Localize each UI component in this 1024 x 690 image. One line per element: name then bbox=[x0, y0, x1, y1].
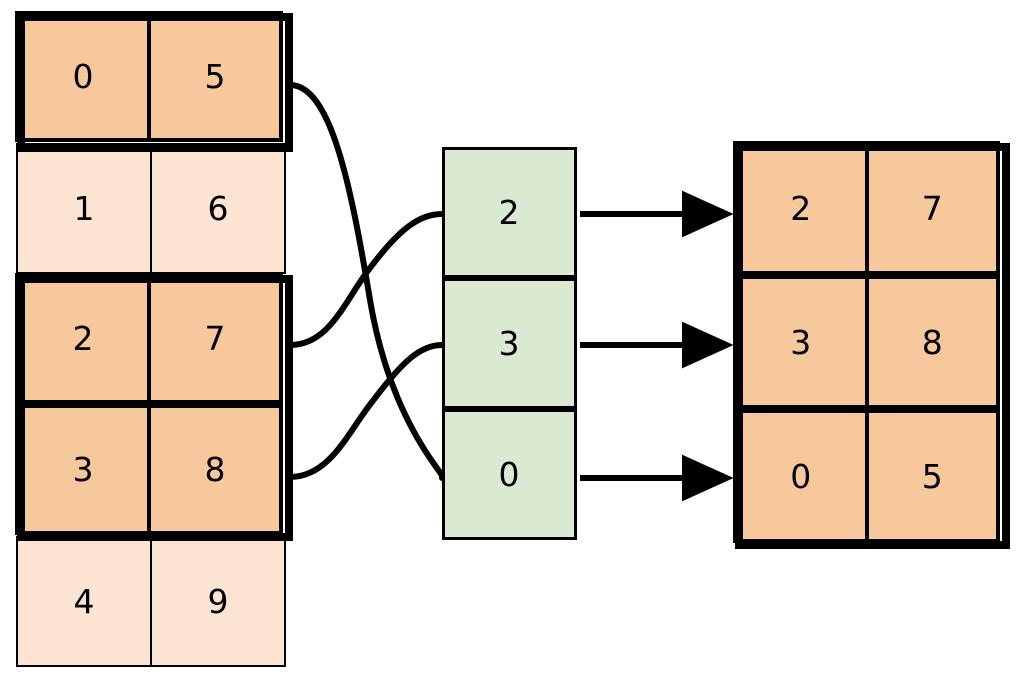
list-item[interactable]: 2 bbox=[441, 146, 578, 279]
list-item[interactable]: 0 bbox=[441, 408, 578, 541]
result-cell-r1c1: 8 bbox=[864, 275, 1000, 409]
curve-source-row0-to-index2 bbox=[287, 82, 446, 481]
curve-source-row2-to-index0 bbox=[287, 211, 445, 348]
result-cell-r2c1: 5 bbox=[864, 409, 1000, 543]
result-cell-r0c0: 2 bbox=[733, 141, 869, 275]
result-cell-r2c0: 0 bbox=[733, 409, 869, 543]
source-cell-r2c0: 2 bbox=[15, 273, 151, 404]
source-cell-r4c1: 9 bbox=[150, 536, 286, 667]
table-row[interactable]: 2 7 bbox=[15, 273, 289, 406]
source-cell-r0c1: 5 bbox=[147, 11, 283, 142]
source-cell-r3c0: 3 bbox=[15, 404, 151, 535]
index-cell-2: 0 bbox=[441, 408, 577, 540]
result-cell-r0c1: 7 bbox=[864, 141, 1000, 275]
index-cell-0: 2 bbox=[441, 146, 577, 278]
curve-source-row3-to-index1 bbox=[287, 342, 445, 480]
list-item[interactable]: 3 bbox=[441, 277, 578, 410]
result-matrix: 2 7 3 8 0 5 bbox=[733, 141, 1006, 545]
table-row[interactable]: 0 5 bbox=[15, 11, 289, 144]
source-cell-r2c1: 7 bbox=[147, 273, 283, 404]
result-cell-r1c0: 3 bbox=[733, 275, 869, 409]
table-row[interactable]: 4 9 bbox=[16, 536, 289, 668]
source-cell-r0c0: 0 bbox=[15, 11, 151, 142]
source-matrix: 0 5 1 6 2 7 3 8 4 9 bbox=[15, 11, 289, 672]
table-row[interactable]: 2 7 bbox=[733, 141, 1006, 277]
source-cell-r4c0: 4 bbox=[16, 536, 152, 667]
index-cell-1: 3 bbox=[441, 277, 577, 409]
source-cell-r3c1: 8 bbox=[147, 404, 283, 535]
table-row[interactable]: 3 8 bbox=[733, 275, 1006, 411]
index-vector: 2 3 0 bbox=[441, 146, 578, 541]
table-row[interactable]: 3 8 bbox=[15, 404, 289, 537]
source-cell-r1c1: 6 bbox=[150, 143, 286, 274]
table-row[interactable]: 1 6 bbox=[16, 143, 289, 275]
source-cell-r1c0: 1 bbox=[16, 143, 152, 274]
table-row[interactable]: 0 5 bbox=[733, 409, 1006, 545]
